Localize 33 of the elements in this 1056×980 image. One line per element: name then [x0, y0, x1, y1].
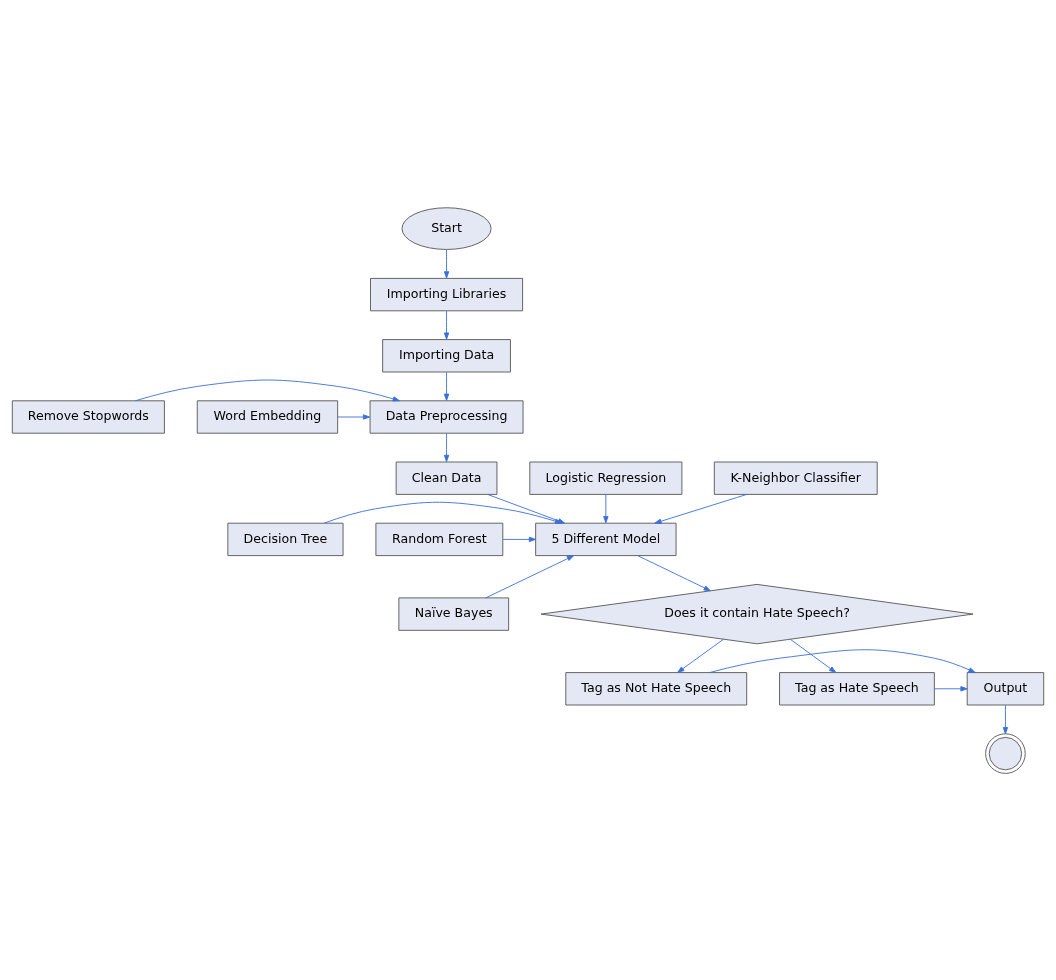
- arrow: [337, 413, 371, 420]
- node-box: Remove Stopwords: [11, 399, 165, 434]
- arrow: [603, 493, 609, 523]
- node-box: K-Neighbor Classifier: [713, 461, 878, 495]
- node-ellipse: Start: [401, 206, 492, 250]
- node-box: Clean Data: [395, 461, 498, 495]
- node-box: Random Forest: [375, 522, 504, 556]
- arrow: [135, 379, 400, 401]
- node-box: Tag as Hate Speech: [779, 671, 935, 705]
- node-box: Importing Data: [382, 338, 511, 372]
- node-box: Tag as Not Hate Speech: [565, 671, 748, 705]
- arrow: [789, 638, 837, 673]
- arrow: [933, 685, 968, 691]
- node-box: 5 Different Model: [535, 522, 677, 556]
- arrow: [443, 310, 450, 340]
- arrow: [443, 432, 450, 462]
- arrow: [443, 371, 450, 401]
- arrow: [485, 554, 575, 598]
- arrow: [637, 554, 711, 591]
- node-box: Output: [966, 671, 1045, 705]
- arrow: [708, 648, 976, 673]
- node-box: Logistic Regression: [529, 461, 683, 495]
- node-box: Naïve Bayes: [398, 596, 510, 631]
- arrow: [323, 501, 562, 524]
- node-box: Word Embedding: [196, 399, 339, 434]
- node-box: Importing Libraries: [370, 277, 524, 311]
- arrow: [654, 493, 748, 524]
- arrow: [443, 248, 450, 278]
- node-box: Data Preprocessing: [369, 399, 524, 434]
- arrow: [502, 536, 537, 542]
- arrow: [1002, 704, 1009, 734]
- arrow: [677, 638, 724, 673]
- node-box: Decision Tree: [227, 522, 344, 556]
